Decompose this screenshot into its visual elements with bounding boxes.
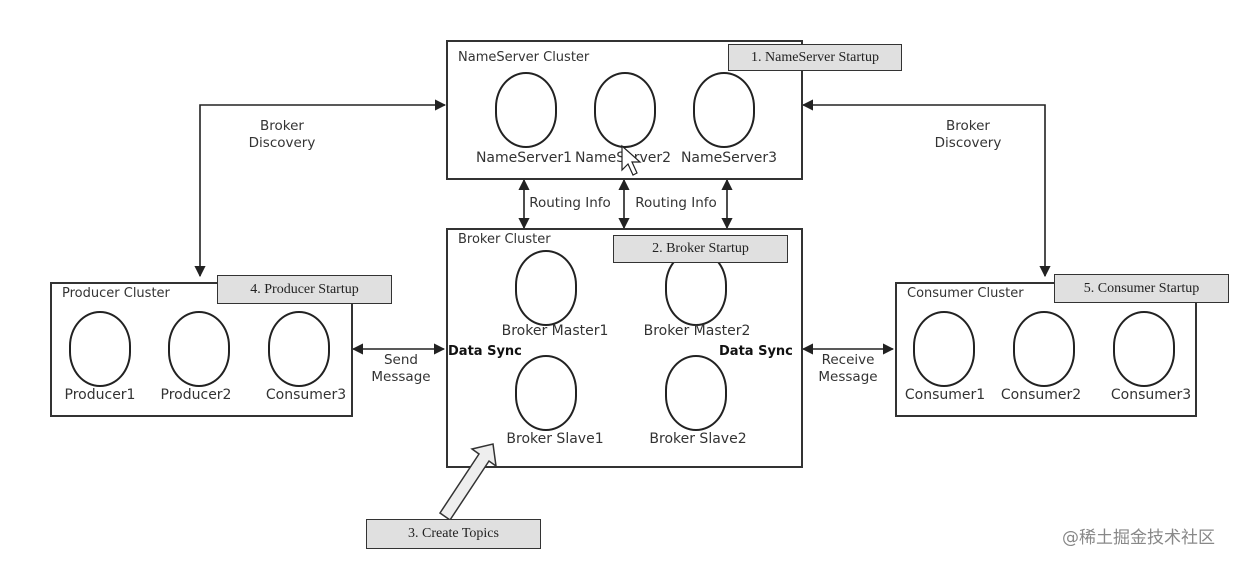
- watermark-text: @稀土掘金技术社区: [1062, 528, 1215, 548]
- broker-cluster-title: Broker Cluster: [458, 232, 551, 247]
- producer-label-3: Consumer3: [265, 387, 347, 403]
- producer-cluster-title: Producer Cluster: [62, 286, 170, 301]
- broker-master-2-label: Broker Master2: [643, 323, 751, 339]
- broker-discovery-right-arrow: [801, 99, 1051, 278]
- broker-master-1-node: [515, 250, 577, 326]
- consumer-label-1: Consumer1: [904, 387, 986, 403]
- data-sync-left-label: Data Sync: [448, 344, 522, 359]
- nameserver-node-1: [495, 72, 557, 148]
- consumer-node-1: [913, 311, 975, 387]
- receive-message-label: Receive Message: [818, 352, 878, 385]
- nameserver-startup-step: 1. NameServer Startup: [728, 44, 902, 71]
- producer-label-2: Producer2: [160, 387, 232, 403]
- producer-cluster: Producer Cluster Producer1 Producer2 Con…: [50, 282, 353, 417]
- nameserver-cluster-title: NameServer Cluster: [458, 50, 590, 65]
- broker-slave-2-label: Broker Slave2: [649, 431, 747, 447]
- consumer-label-3: Consumer3: [1110, 387, 1192, 403]
- data-sync-right-label: Data Sync: [719, 344, 793, 359]
- nameserver-node-2: [594, 72, 656, 148]
- broker-discovery-left-arrow: [194, 99, 447, 278]
- producer-node-3: [268, 311, 330, 387]
- nameserver-label-3: NameServer3: [680, 150, 778, 166]
- consumer-node-3: [1113, 311, 1175, 387]
- routing-info-label-1: Routing Info: [529, 195, 611, 211]
- producer-label-1: Producer1: [64, 387, 136, 403]
- broker-slave-1-label: Broker Slave1: [506, 431, 604, 447]
- routing-info-label-2: Routing Info: [635, 195, 717, 211]
- broker-discovery-left-label: Broker Discovery: [248, 118, 316, 151]
- nameserver-label-2: NameServer2: [574, 150, 672, 166]
- broker-startup-step: 2. Broker Startup: [613, 235, 788, 263]
- producer-node-2: [168, 311, 230, 387]
- producer-startup-step: 4. Producer Startup: [217, 275, 392, 304]
- broker-slave-1-node: [515, 355, 577, 431]
- consumer-startup-step: 5. Consumer Startup: [1054, 274, 1229, 303]
- consumer-label-2: Consumer2: [1000, 387, 1082, 403]
- broker-cluster: Broker Cluster Broker Master1 Broker Mas…: [446, 228, 803, 468]
- consumer-node-2: [1013, 311, 1075, 387]
- send-message-label: Send Message: [371, 352, 431, 385]
- broker-slave-2-node: [665, 355, 727, 431]
- nameserver-node-3: [693, 72, 755, 148]
- create-topics-step: 3. Create Topics: [366, 519, 541, 549]
- nameserver-label-1: NameServer1: [475, 150, 573, 166]
- broker-master-1-label: Broker Master1: [501, 323, 609, 339]
- broker-discovery-right-label: Broker Discovery: [934, 118, 1002, 151]
- consumer-cluster: Consumer Cluster Consumer1 Consumer2 Con…: [895, 282, 1197, 417]
- producer-node-1: [69, 311, 131, 387]
- consumer-cluster-title: Consumer Cluster: [907, 286, 1024, 301]
